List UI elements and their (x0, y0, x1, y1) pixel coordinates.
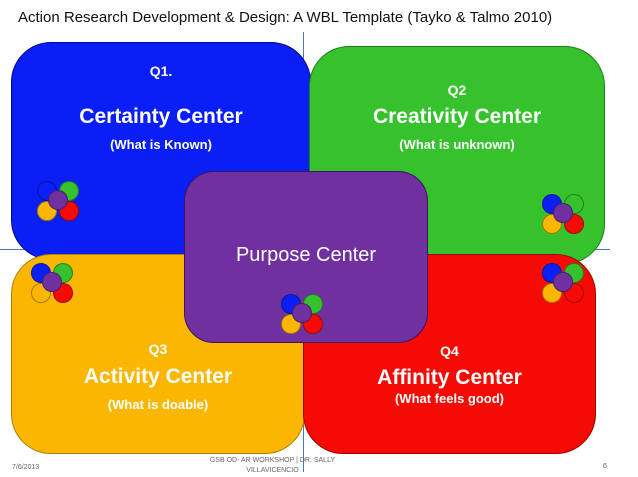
quadrant-number: Q3 (148, 341, 168, 357)
quadrant-subtitle: (What is unknown) (399, 137, 515, 152)
slide-title: Action Research Development & Design: A … (18, 9, 553, 26)
quadrant-title: Creativity Center (372, 105, 542, 128)
quadrant-number: Q2 (447, 82, 467, 98)
quadrant-subtitle: (What is doable) (107, 397, 209, 412)
quadrant-number: Q4 (440, 343, 459, 359)
quadrant-title: Activity Center (83, 365, 233, 388)
circle-cluster-icon (281, 294, 329, 342)
center-purpose-center: Purpose Center (184, 171, 428, 343)
quadrant-subtitle: (What feels good) (394, 391, 505, 406)
circle-cluster-icon (542, 263, 590, 311)
circle-cluster-icon (37, 181, 85, 229)
footer-page-number: 6 (603, 463, 607, 470)
footer-date: 7/6/2013 (12, 464, 40, 471)
circle-cluster-icon (31, 263, 79, 311)
quadrant-subtitle: (What is Known) (110, 137, 212, 152)
quadrant-title: Certainty Center (79, 105, 243, 128)
center-title: Purpose Center (235, 244, 377, 266)
footer-event: GSB OD- AR WORKSHOP | DR. SALLY VILLAVIC… (209, 457, 336, 474)
circle-cluster-icon (542, 194, 590, 242)
quadrant-number: Q1. (149, 63, 173, 79)
quadrant-title: Affinity Center (377, 366, 522, 389)
